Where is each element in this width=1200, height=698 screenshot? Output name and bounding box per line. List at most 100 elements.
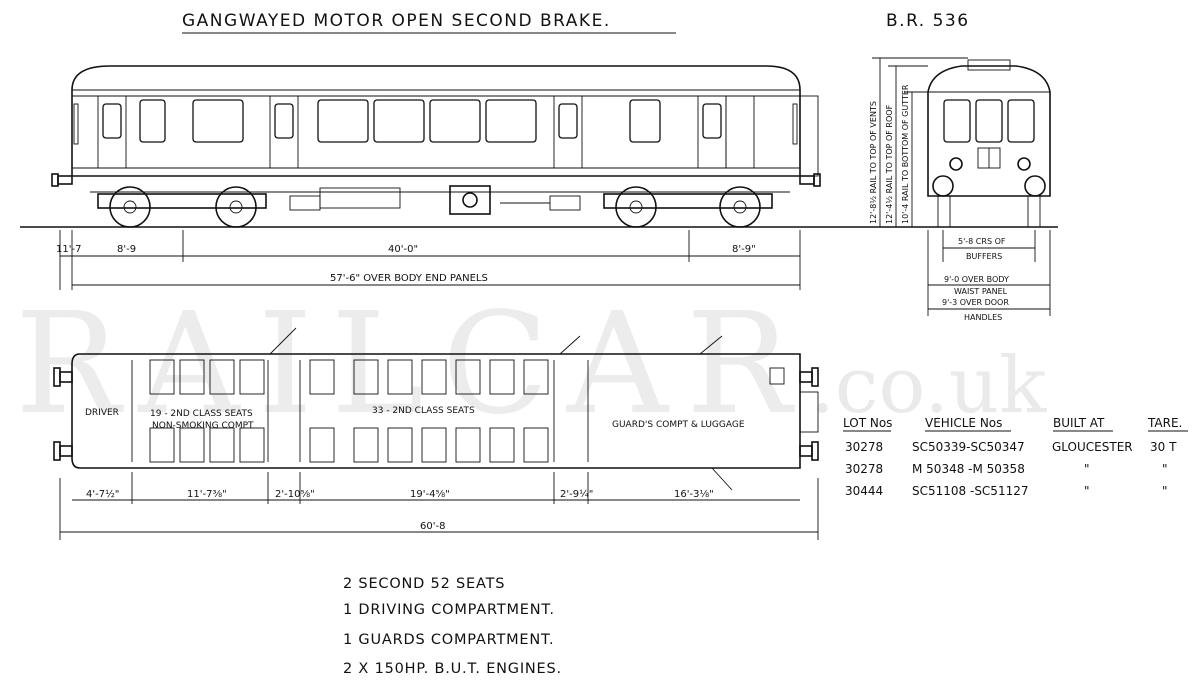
passenger-door: [553, 95, 583, 169]
seat: [387, 359, 413, 395]
guards-label: GUARD'S COMPT & LUGGAGE: [612, 420, 745, 430]
table-header: LOT Nos: [843, 416, 892, 430]
seat: [309, 427, 335, 463]
end-body-outline: [927, 65, 1051, 197]
seat: [455, 427, 481, 463]
end-window: [975, 99, 1003, 143]
seat: [455, 359, 481, 395]
drawing-title: GANGWAYED MOTOR OPEN SECOND BRAKE.: [182, 11, 611, 31]
table-header: VEHICLE Nos: [925, 416, 1002, 430]
wheel-hub: [229, 200, 243, 214]
wheel: [215, 186, 257, 228]
door-window: [274, 103, 294, 139]
main-saloon-label: 33 - 2ND CLASS SEATS: [372, 406, 475, 416]
seat: [387, 427, 413, 463]
underframe-tank: [319, 187, 401, 209]
watermark: RAILCAR .co.uk: [15, 283, 1047, 446]
seat: [421, 359, 447, 395]
seat: [489, 359, 515, 395]
plan-buffer-head: [811, 441, 819, 461]
rear-end-lamp: [792, 103, 798, 145]
seat: [309, 359, 335, 395]
plan-buffer-head: [811, 367, 819, 387]
side-window: [192, 99, 244, 143]
engine-unit: [449, 185, 491, 215]
plan-dim: 2'-9¼": [560, 488, 593, 500]
table-cell: SC51108 -SC51127: [912, 484, 1028, 498]
diagram-reference: B.R. 536: [886, 11, 970, 31]
table-cell: 30278: [845, 440, 883, 454]
table-cell: ": [1162, 484, 1168, 498]
plan-dim: 2'-10⅝": [275, 489, 315, 500]
table-cell: ": [1084, 484, 1090, 498]
buffers-label-1: 5'-8 CRS OF: [958, 237, 1006, 246]
side-elevation: 11'-7 8'-9 40'-0" 8'-9" 57'-6" OVER BODY…: [20, 65, 1058, 290]
table-cell: 30 T: [1150, 440, 1177, 454]
plan-dim: 19'-4⅝": [410, 489, 450, 500]
table-header: BUILT AT: [1053, 416, 1105, 430]
seat: [489, 427, 515, 463]
watermark-main: RAILCAR: [15, 283, 809, 446]
notes: 2 SECOND 52 SEATS 1 DRIVING COMPARTMENT.…: [343, 576, 562, 677]
wheel-hub: [733, 200, 747, 214]
seat: [239, 359, 265, 395]
watermark-suffix: .co.uk: [810, 341, 1047, 431]
end-elevation: 12'-8½ RAIL TO TOP OF VENTS 12'-4½ RAIL …: [869, 57, 1051, 322]
table-cell: SC50339-SC50347: [912, 440, 1025, 454]
note-line: 2 X 150HP. B.U.T. ENGINES.: [343, 661, 562, 677]
gangway-end: [799, 95, 819, 177]
note-line: 1 GUARDS COMPARTMENT.: [343, 632, 554, 648]
seat: [149, 359, 175, 395]
seat: [421, 427, 447, 463]
buffer-head-left: [51, 173, 59, 187]
plan-dim: 4'-7½": [86, 488, 119, 500]
seat: [523, 359, 549, 395]
passenger-door: [269, 95, 299, 169]
plan-buffer-head: [53, 441, 61, 461]
plan-buffer-head: [53, 367, 61, 387]
handles-label-2: HANDLES: [964, 313, 1002, 322]
first-saloon-label-1: 19 - 2ND CLASS SEATS: [150, 409, 253, 419]
buffers-label-2: BUFFERS: [966, 252, 1002, 261]
dim-wheelbase-right: 8'-9": [732, 244, 756, 255]
plan-buffer: [59, 445, 73, 457]
end-window: [1007, 99, 1035, 143]
door-window: [558, 103, 578, 139]
gearbox-left: [289, 195, 321, 211]
table-row: 30444 SC51108 -SC51127 " ": [845, 484, 1168, 498]
table-cell: M 50348 -M 50358: [912, 462, 1025, 476]
side-window: [317, 99, 369, 143]
buffer-head-right: [1024, 175, 1046, 197]
seat: [179, 427, 205, 463]
driver-label: DRIVER: [85, 408, 119, 418]
engine-flywheel: [462, 192, 478, 208]
plan-body-outline: [71, 353, 801, 469]
height-to-vents: 12'-8½ RAIL TO TOP OF VENTS: [869, 101, 878, 224]
table-cell: GLOUCESTER: [1052, 440, 1133, 454]
dim-end-overhang: 11'-7: [56, 244, 81, 255]
buffer-head-left: [932, 175, 954, 197]
headlamp-right: [1017, 157, 1031, 171]
cab-door: [97, 95, 127, 169]
door-window: [702, 103, 722, 139]
wheel: [109, 186, 151, 228]
wheel: [615, 186, 657, 228]
cab-end-lamp: [73, 103, 79, 145]
plan-dim: 16'-3⅛": [674, 489, 714, 500]
bogie-frame-left: [97, 193, 267, 209]
plan-buffer: [799, 445, 813, 457]
note-line: 2 SECOND 52 SEATS: [343, 576, 505, 592]
seat: [353, 427, 379, 463]
plan-view: DRIVER 19 - 2ND CLASS SEATS NON-SMOKING …: [53, 327, 819, 540]
wheel: [719, 186, 761, 228]
wheel-hub: [123, 200, 137, 214]
dim-bogie-centres: 40'-0": [388, 244, 418, 255]
gearbox-right: [549, 195, 581, 211]
note-line: 1 DRIVING COMPARTMENT.: [343, 602, 555, 618]
headlamp-left: [949, 157, 963, 171]
side-window: [373, 99, 425, 143]
seat: [353, 359, 379, 395]
seat: [239, 427, 265, 463]
seat: [209, 427, 235, 463]
